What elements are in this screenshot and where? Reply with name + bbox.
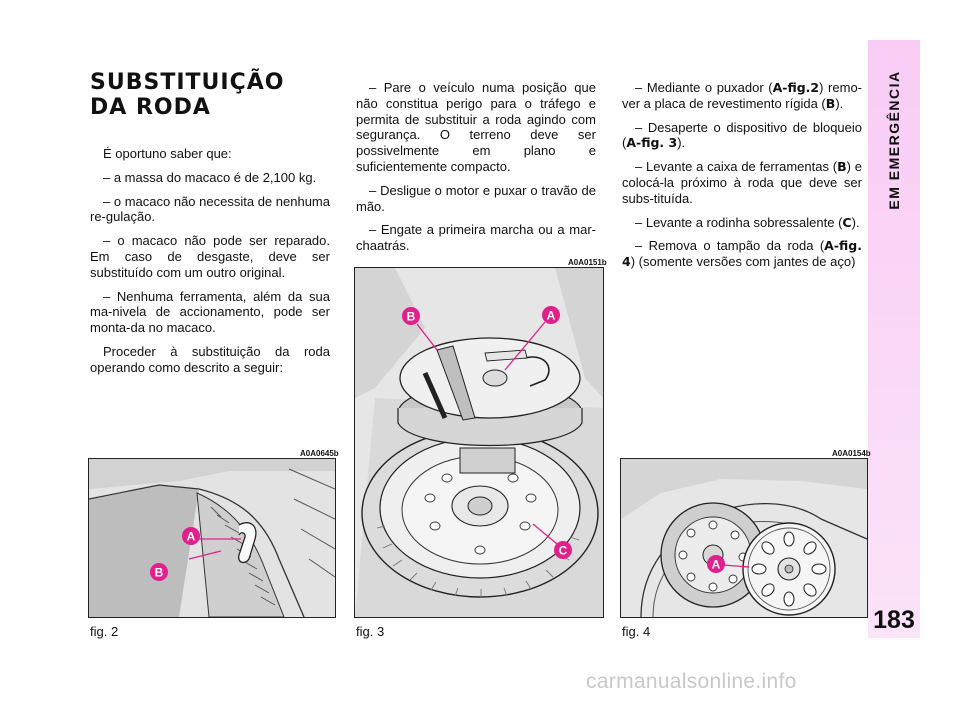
figure-code: A0A0645b — [300, 449, 339, 458]
callout-a: A — [187, 530, 196, 544]
callout-b: B — [407, 310, 416, 324]
figure-4: A — [620, 458, 868, 618]
paragraph: – o macaco não pode ser reparado. Em cas… — [90, 233, 330, 280]
paragraph: Proceder à substituição da roda operando… — [90, 343, 330, 375]
figure-reference: A-fig. 3 — [626, 135, 678, 151]
figure-code: A0A0151b — [568, 258, 607, 267]
figure-reference: A-fig.2 — [772, 80, 820, 95]
figure-reference: C — [842, 214, 852, 230]
page-number: 183 — [873, 606, 915, 634]
paragraph: – Pare o veículo numa posição que não co… — [356, 80, 596, 174]
figure-reference: A-fig. 4 — [622, 238, 862, 270]
section-tab — [868, 40, 920, 638]
figure-reference: B — [837, 159, 847, 175]
callout-a: A — [712, 558, 721, 572]
callout-b: B — [155, 566, 164, 580]
paragraph: – Levante a rodinha sobressalente (C). — [635, 214, 860, 230]
callout-c: C — [559, 544, 568, 558]
text-column-3: – Mediante o puxador (A-fig.2) remo-ver … — [622, 80, 862, 278]
paragraph: – Mediante o puxador (A-fig.2) remo-ver … — [622, 80, 863, 111]
paragraph: É oportuno saber que: — [103, 146, 232, 161]
text-column-2: – Pare o veículo numa posição que não co… — [356, 80, 596, 262]
section-tab-label: EM EMERGÊNCIA — [886, 70, 902, 210]
spare-wheel-illustration: B A C — [355, 268, 603, 617]
watermark: carmanualsonline.info — [586, 670, 797, 693]
paragraph: – o macaco não necessita de nenhuma re-g… — [90, 193, 330, 225]
trunk-panel-illustration: A B — [89, 459, 335, 617]
figure-2: A B — [88, 458, 336, 618]
paragraph: – Desaperte o dispositivo de bloqueio (A… — [622, 119, 862, 151]
figure-caption: fig. 4 — [622, 624, 651, 639]
paragraph: – Remova o tampão da roda (A-fig. 4) (so… — [622, 238, 862, 270]
paragraph: – Desligue o motor e puxar o travão de m… — [356, 182, 596, 214]
hubcap-illustration: A — [621, 459, 867, 617]
figure-caption: fig. 3 — [356, 624, 385, 639]
paragraph: – a massa do macaco é de 2,100 kg. — [103, 169, 317, 185]
text-column-1: É oportuno saber que: – a massa do macac… — [90, 146, 330, 384]
paragraph: – Levante a caixa de ferramentas (B) e c… — [622, 159, 863, 206]
paragraph: – Nenhuma ferramenta, além da sua ma-niv… — [90, 288, 330, 336]
figure-code: A0A0154b — [832, 449, 871, 458]
page-title: SUBSTITUIÇÃO DA RODA — [90, 70, 285, 120]
paragraph: – Engate a primeira marcha ou a mar-chaa… — [356, 222, 596, 254]
figure-3: B A C — [354, 267, 604, 618]
callout-a: A — [547, 309, 556, 323]
figure-caption: fig. 2 — [90, 624, 119, 639]
figure-reference: B — [825, 95, 836, 111]
